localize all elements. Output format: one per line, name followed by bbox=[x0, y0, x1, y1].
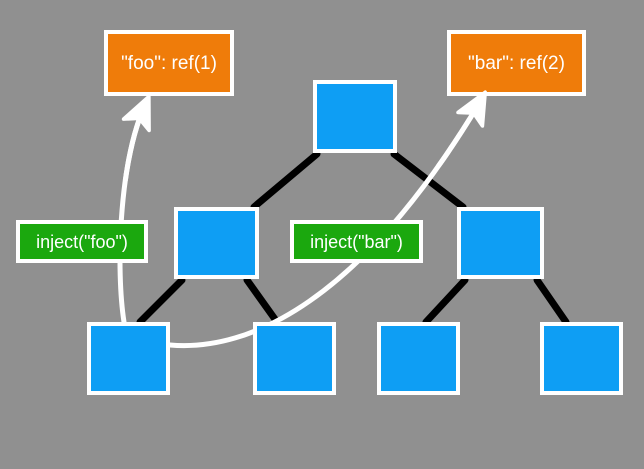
node-label-ref-foo: "foo": ref(1) bbox=[121, 54, 217, 73]
node-label-inject-foo: inject("foo") bbox=[36, 233, 128, 251]
node-mid-left[interactable] bbox=[174, 207, 259, 279]
tree-edge-mid-right-to-leaf-4 bbox=[537, 280, 566, 322]
tree-edge-root-to-mid-left bbox=[254, 154, 317, 207]
node-mid-right[interactable] bbox=[457, 207, 544, 279]
node-inject-bar[interactable]: inject("bar") bbox=[290, 220, 423, 263]
node-leaf-4[interactable] bbox=[540, 322, 623, 395]
node-ref-bar[interactable]: "bar": ref(2) bbox=[447, 30, 586, 96]
node-leaf-2[interactable] bbox=[253, 322, 336, 395]
node-leaf-3[interactable] bbox=[377, 322, 460, 395]
node-leaf-1[interactable] bbox=[87, 322, 170, 395]
node-label-inject-bar: inject("bar") bbox=[310, 233, 403, 251]
arrow-foo bbox=[120, 112, 142, 322]
tree-edge-mid-left-to-leaf-1 bbox=[140, 280, 182, 322]
node-label-ref-bar: "bar": ref(2) bbox=[468, 54, 565, 73]
tree-edge-mid-left-to-leaf-2 bbox=[247, 280, 277, 322]
node-inject-foo[interactable]: inject("foo") bbox=[16, 220, 148, 263]
tree-edge-mid-right-to-leaf-3 bbox=[426, 280, 465, 322]
node-ref-foo[interactable]: "foo": ref(1) bbox=[104, 30, 234, 96]
node-root[interactable] bbox=[313, 80, 397, 153]
